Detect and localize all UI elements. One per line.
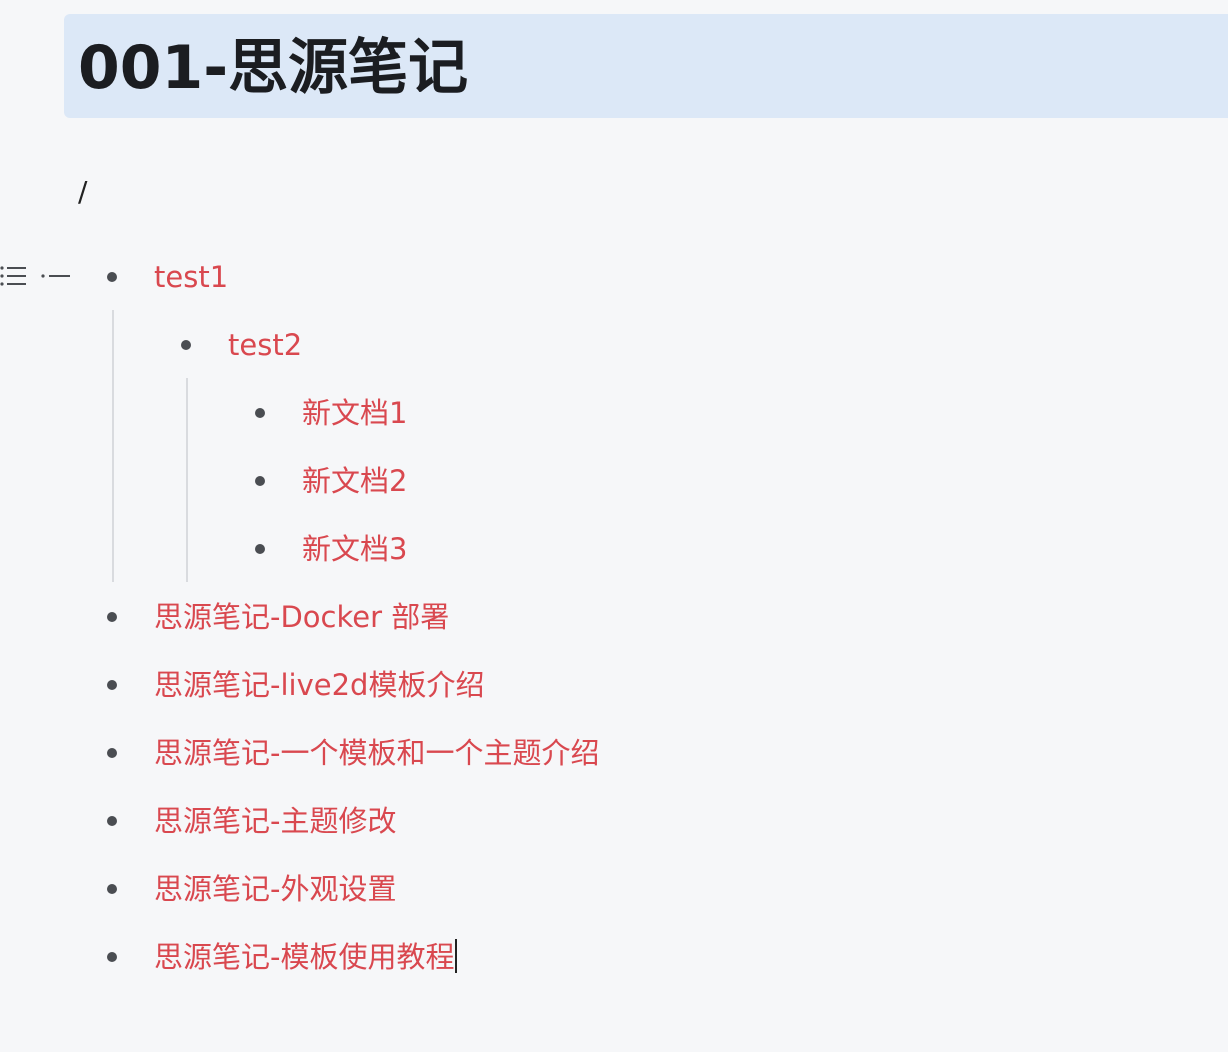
list-icon[interactable]: [0, 260, 28, 296]
doc-reference-link[interactable]: 新文档2: [302, 464, 408, 498]
text-caret: [455, 939, 458, 973]
doc-reference-link[interactable]: 思源笔记-一个模板和一个主题介绍: [154, 736, 600, 770]
doc-reference-link[interactable]: 思源笔记-主题修改: [154, 804, 397, 838]
list-bullet[interactable]: [107, 816, 117, 826]
doc-reference-link[interactable]: 思源笔记-live2d模板介绍: [154, 668, 485, 702]
list-bullet[interactable]: [107, 952, 117, 962]
doc-reference-link[interactable]: 新文档3: [302, 532, 408, 566]
block-gutter[interactable]: [0, 260, 76, 292]
list-bullet[interactable]: [107, 680, 117, 690]
doc-reference-link[interactable]: 新文档1: [302, 396, 408, 430]
nest-guide-level1: [112, 310, 114, 582]
list-bullet[interactable]: [107, 272, 117, 282]
list-bullet[interactable]: [255, 544, 265, 554]
fold-dash-icon[interactable]: [40, 260, 72, 296]
nest-guide-level2: [186, 378, 188, 582]
list-bullet[interactable]: [255, 476, 265, 486]
list-bullet[interactable]: [107, 748, 117, 758]
page-title[interactable]: 001-思源笔记: [78, 33, 469, 103]
doc-reference-link[interactable]: test1: [154, 260, 229, 294]
list-bullet[interactable]: [255, 408, 265, 418]
breadcrumb: /: [78, 175, 88, 208]
doc-reference-link[interactable]: 思源笔记-Docker 部署: [154, 600, 450, 634]
doc-reference-link[interactable]: 思源笔记-外观设置: [154, 872, 397, 906]
list-bullet[interactable]: [107, 884, 117, 894]
title-block: [64, 14, 1228, 118]
doc-reference-link[interactable]: 思源笔记-模板使用教程: [154, 937, 458, 977]
list-bullet[interactable]: [181, 340, 191, 350]
doc-reference-link[interactable]: test2: [228, 328, 303, 362]
list-bullet[interactable]: [107, 612, 117, 622]
